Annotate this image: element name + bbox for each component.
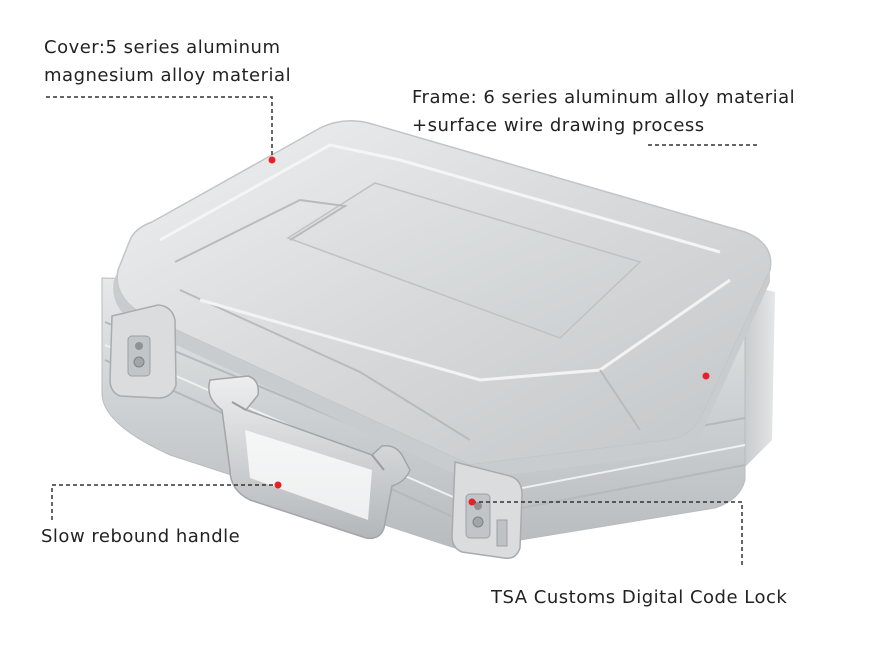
- frame-annotation-line2: +surface wire drawing process: [412, 115, 705, 136]
- lock-annotation-line1: TSA Customs Digital Code Lock: [491, 587, 788, 608]
- handle-annotation: Slow rebound handle: [41, 523, 240, 551]
- lock-marker-dot: [468, 498, 476, 506]
- lid-ridge: [159, 143, 721, 254]
- cover-annotation-line1: Cover:5 series aluminum: [44, 37, 281, 58]
- leader-lines: [46, 96, 760, 565]
- lock-annotation: TSA Customs Digital Code Lock: [491, 584, 787, 612]
- lid-ridge: [199, 278, 731, 382]
- handle-leader-line: [51, 484, 278, 520]
- case-right-side: [742, 285, 775, 470]
- frame-annotation-line1: Frame: 6 series aluminum alloy material: [412, 87, 796, 108]
- cover-annotation-line2: magnesium alloy material: [44, 65, 292, 86]
- handle-marker-dot: [274, 481, 282, 489]
- lid-ridge: [179, 289, 471, 441]
- carry-handle: [208, 375, 411, 540]
- lid-center-panel: [286, 182, 642, 339]
- lid-rim: [113, 270, 770, 480]
- cover-leader-line: [46, 96, 273, 160]
- marker-dots: [268, 156, 710, 506]
- right-lock-latch: [451, 461, 523, 560]
- frame-annotation: Frame: 6 series aluminum alloy material …: [412, 84, 795, 140]
- cover-annotation: Cover:5 series aluminum magnesium alloy …: [44, 34, 291, 90]
- cover-marker-dot: [268, 156, 276, 164]
- handle-annotation-line1: Slow rebound handle: [41, 526, 241, 547]
- left-lock-latch: [109, 304, 177, 399]
- lock-leader-line: [472, 501, 743, 565]
- lid-ridge: [174, 198, 348, 263]
- aluminum-case: [101, 120, 775, 560]
- frame-marker-dot: [702, 372, 710, 380]
- lid-ridge: [599, 369, 641, 431]
